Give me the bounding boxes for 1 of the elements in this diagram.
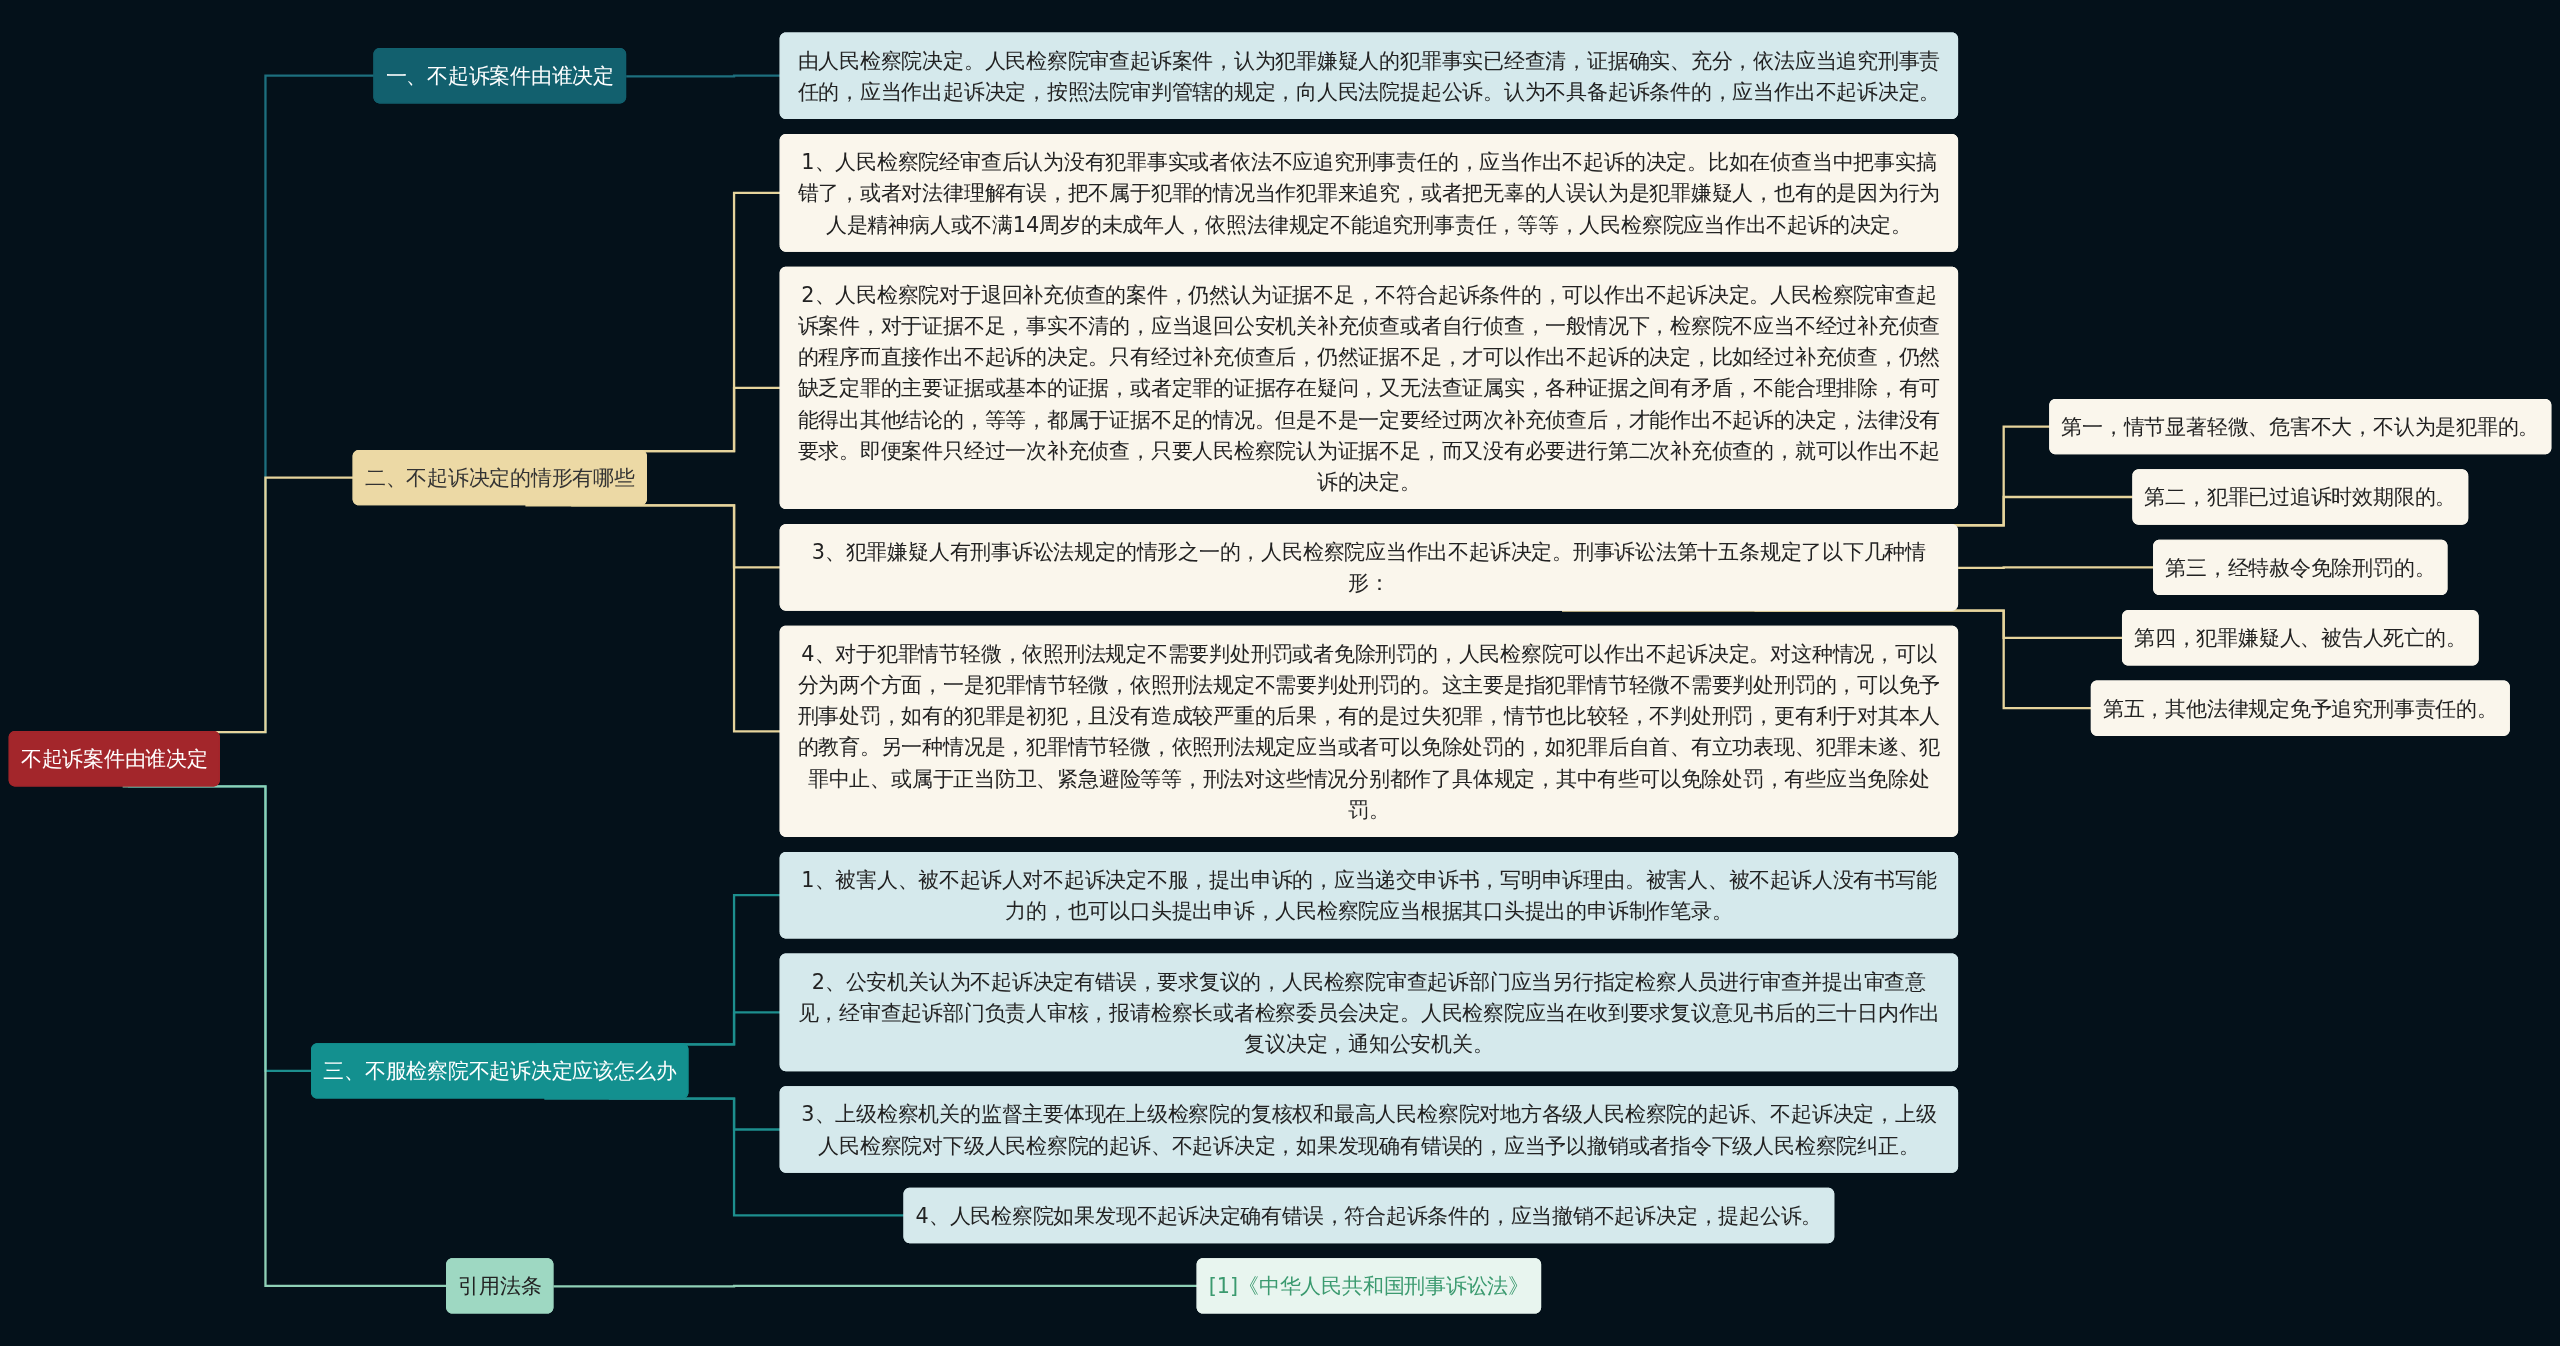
mind-map: 不起诉案件由谁决定 一、不起诉案件由谁决定 由人民检察院决定。人民检察院审查起诉案件，认为犯罪嫌疑人的犯罪事实已经查清，证据确实、充分，依法应当追究刑事责任的，应当作出起诉决定，按照法院审判管辖的规定，向人民法院提起公诉。认为不具备起诉条件的，应当作出不起诉决定。 二、不起诉决定的情形有哪些 1、人民检察院经审查后认为没有犯罪事实或者依法不应追究刑事责任的，应当作出不起诉的决定。比如在侦查当中把事实搞错了，或者对法律理解有误，把不属于犯罪的情况当作犯罪来追究，或者把无辜的人误认为是犯罪嫌疑人，也有的是因为行为人是精神病人或不满14周岁的未成年人，依照法律规定不能追究刑事责任，等等，人民检察院应当作出不起诉的决定。 2、人民检察院对于退回补充侦查的案件，仍然认为证据不足，不符合起诉条件的，可以作出不起诉决定。人民检察院审查起诉案件，对于证据不足，事实不清的，应当退回公安机关补充侦查或者自行侦查，一般情况下，检察院不应当不经过补充侦查的程序而直接作出不起诉的决定。只有经过补充侦查后，仍然证据不足，才可以作出不起诉的决定，比如经过补充侦查，仍然缺乏定罪的主要证据或基本的证据，或者定罪的证据存在疑问，又无法查证属实，各种证据之间有矛盾，不能合理排除，有可能得出其他结论的，等等，都属于证据不足的情况。但是不是一定要经过两次补充侦查后，才能作出不起诉的决定，法律没有要求。即便案件只经过一次补充侦查，只要人民检察院认为证据不足，而又没有必要进行第二次补充侦查的，就可以作出不起诉的决定。 3、犯罪嫌疑人有刑事诉讼法规定的情形之一的，人民检察院应当作出不起诉决定。刑事诉讼法第十五条规定了以下几种情形： 第一，情节显著轻微、危害不大，不认为是犯罪的。 第二，犯罪已过追诉时效期限的。 第三，经特赦令免除刑罚的。 第四，犯罪嫌疑人、被告人死亡的。 第五，其他法律规定免予追究刑事责任的。 4、对于犯罪情节轻微，依照刑法规定不需要判处刑罚或者免除刑罚的，人民检察院可以作出不起诉决定。对这种情况，可以分为两个方面，一是犯罪情节轻微，依照刑法规定不需要判处刑罚的。这主要是指犯罪情节轻微不需要判处刑罚的，可以免予刑事处罚，如有的犯罪是初犯，且没有造成较严重的后果，有的是过失犯罪，情节也比较轻，不判处刑罚，更有利于对其本人的教育。另一种情况是，犯罪情节轻微，依照刑法规定应当或者可以免除处罚的，如犯罪后自首、有立功表现、犯罪未遂、犯罪中止、或属于正当防卫、紧急避险等等，刑法对这些情况分别都作了具体规定，其中有些可以免除处罚，有些应当免除处罚。 三、不服检察院不起诉决定应该怎么办 1、被害人、被不起诉人对不起诉决定不服，提出申诉的，应当递交申诉书，写明申诉理由。被害人、被不起诉人没有书写能力的，也可以口头提出申诉，人民检察院应当根据其口头提出的申诉制作笔录。 2、公安机关认为不起诉决定有错误，要求复议的，人民检察院审查起诉部门应当另行指定检察人员进行审查并提出审查意见，经审查起诉部门负责人审核，报请检察长或者检察委员会决定。人民检察院应当在收到要求复议意见书后的三十日内作出复议决定，通知公安机关。 3、上级检察机关的监督主要体现在上级检察院的复核权和最高人民检察院对地方各级人民检察院的起诉、不起诉决定，上级人民检察院对下级人民检察院的起诉、不起诉决定，如果发现确有错误的，应当予以撤销或者指令下级人民检察院纠正。 4、人民检察院如果发现不起诉决定确有错误，符合起诉条件的，应当撤销不起诉决定，提起公诉。 引用法条 [1]《中华人民共和国刑事诉讼法》	[0, 0, 2560, 1346]
